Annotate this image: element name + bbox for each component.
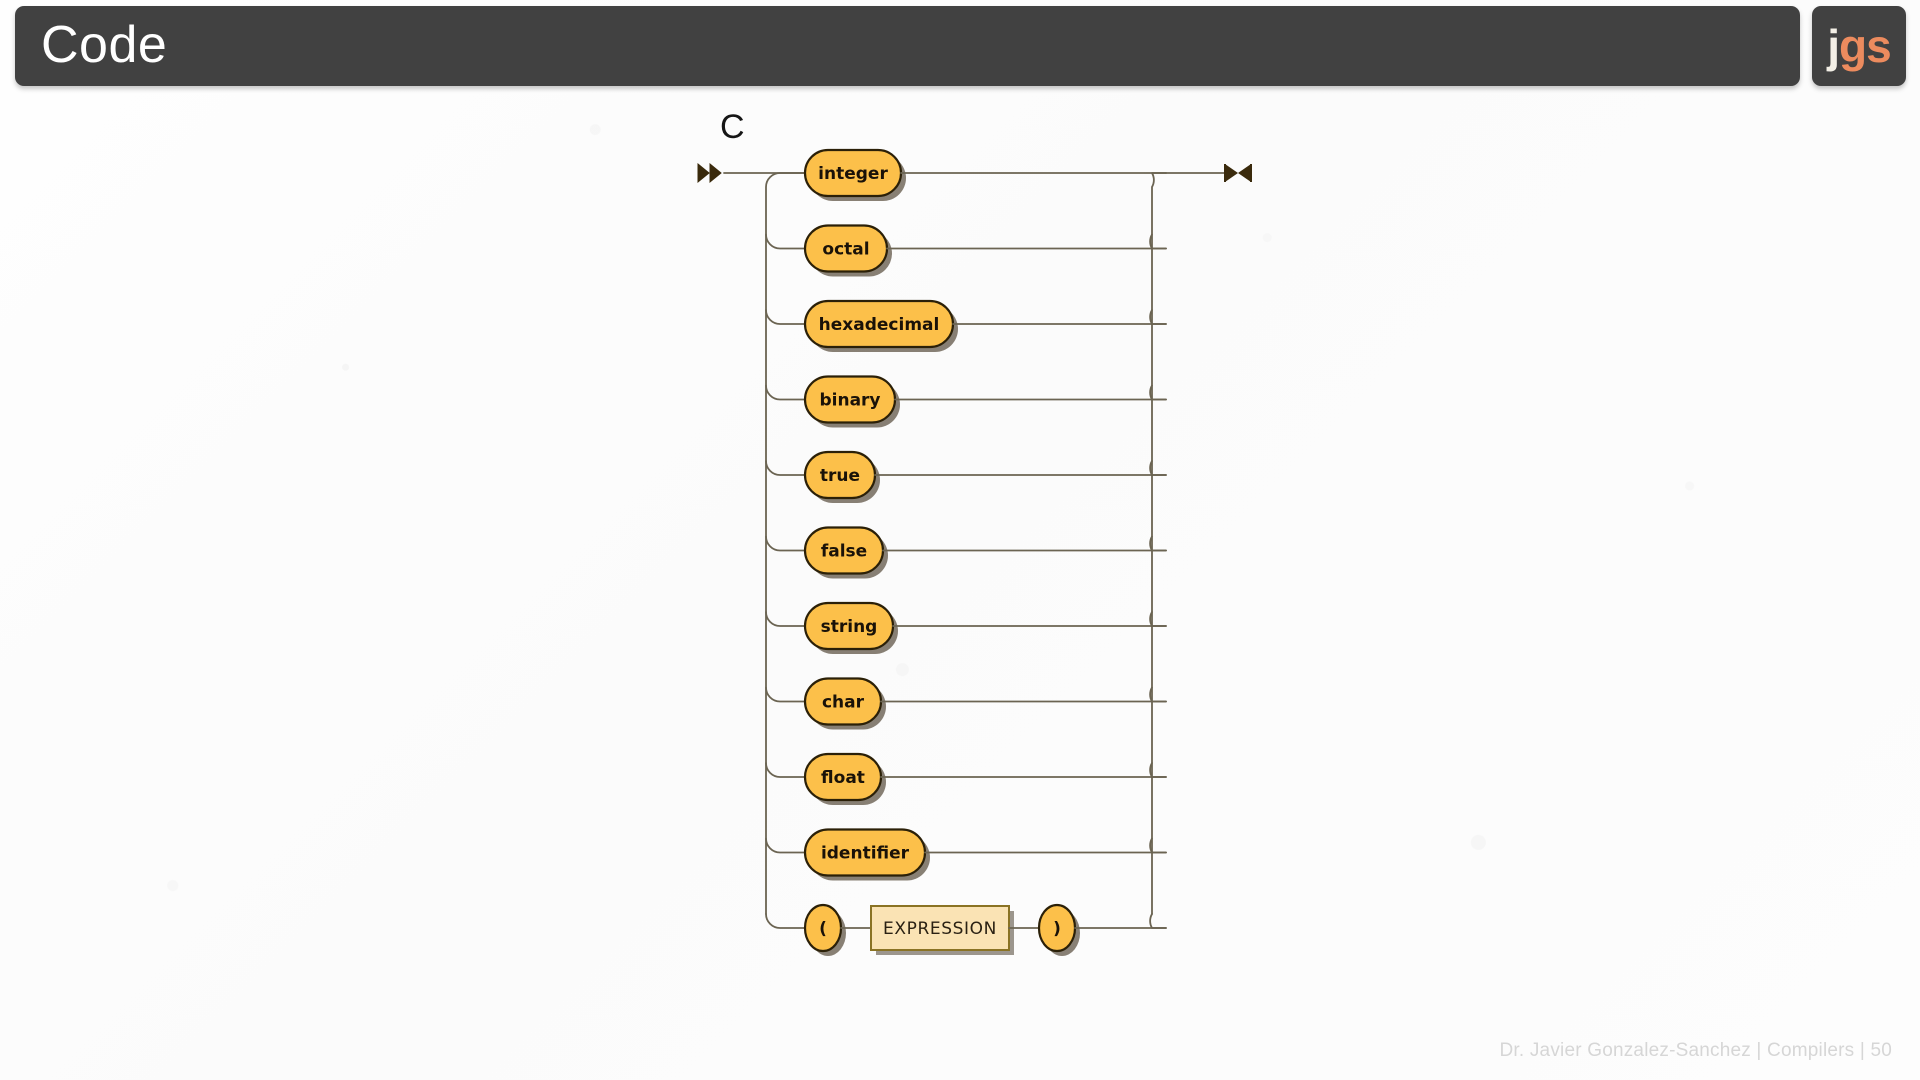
svg-text:(: ( — [819, 919, 827, 939]
terminal-node-7: char — [803, 677, 883, 726]
terminal-node-10-2: ) — [1037, 903, 1077, 953]
terminal-node-10-0: ( — [803, 903, 843, 953]
terminal-node-5: false — [803, 526, 885, 575]
svg-text:string: string — [821, 617, 878, 637]
terminal-node-1: octal — [803, 224, 889, 273]
jgs-logo: jgs — [1812, 6, 1906, 86]
svg-text:binary: binary — [819, 391, 880, 411]
footer-credit: Dr. Javier Gonzalez-Sanchez | Compilers … — [1499, 1040, 1892, 1061]
svg-text:true: true — [820, 466, 860, 486]
svg-text:hexadecimal: hexadecimal — [819, 315, 940, 335]
railroad-diagram-svg: integer octal hexadecimal binary true false st… — [697, 148, 1252, 956]
terminal-node-2: hexadecimal — [803, 299, 955, 349]
svg-text:): ) — [1053, 919, 1061, 939]
terminal-node-6: string — [803, 601, 895, 651]
svg-text:EXPRESSION: EXPRESSION — [883, 919, 997, 939]
terminal-node-3: binary — [803, 375, 897, 424]
rule-label: C — [720, 108, 745, 146]
svg-text:float: float — [821, 768, 865, 788]
terminal-node-0: integer — [803, 148, 903, 198]
header-bar: Code — [15, 6, 1800, 86]
terminal-node-9: identifier — [803, 828, 927, 877]
syntax-diagram: C integer octal hexadecimal binary true false… — [690, 110, 1270, 1020]
logo-text: jgs — [1827, 20, 1892, 72]
terminal-node-8: float — [803, 752, 883, 802]
page-title: Code — [41, 15, 168, 74]
nonterminal-node-10-1: EXPRESSION — [870, 905, 1010, 951]
svg-text:octal: octal — [822, 240, 869, 260]
logo-letters-gs: gs — [1839, 20, 1892, 72]
svg-text:false: false — [821, 542, 867, 562]
svg-text:identifier: identifier — [821, 844, 910, 864]
logo-letter-j: j — [1827, 20, 1840, 72]
terminal-node-4: true — [803, 450, 877, 500]
svg-text:integer: integer — [818, 164, 888, 184]
svg-text:char: char — [822, 693, 865, 713]
